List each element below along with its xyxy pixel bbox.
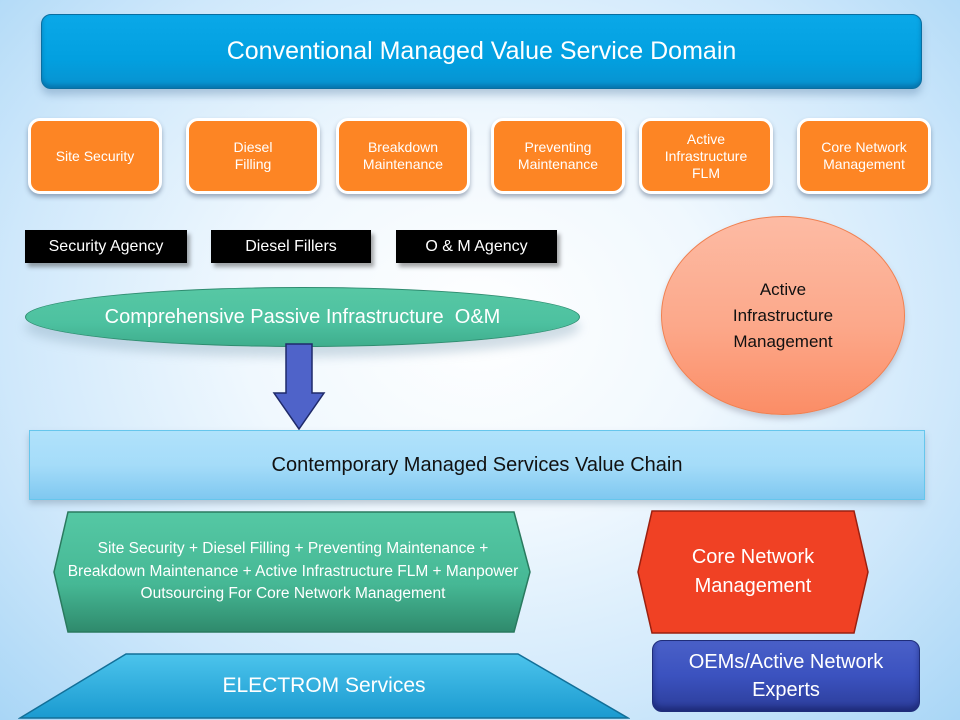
service-label: Active Infrastructure FLM xyxy=(664,130,748,181)
passive-om-label: Comprehensive Passive Infrastructure O&M xyxy=(104,305,501,328)
domain-title: Conventional Managed Value Service Domai… xyxy=(226,37,737,65)
passive-om-ellipse: Comprehensive Passive Infrastructure O&M xyxy=(25,287,580,347)
service-label: Preventing Maintenance xyxy=(517,139,599,172)
active-mgmt-label: Active Infrastructure Management xyxy=(732,279,834,351)
service-label: Core Network Management xyxy=(821,139,907,172)
core-network-text-box: Core Network Management xyxy=(652,512,854,632)
agency-label: Security Agency xyxy=(48,237,164,255)
agency-diesel-fillers: Diesel Fillers xyxy=(211,230,371,263)
core-network-label: Core Network Management xyxy=(691,546,815,597)
oem-label: OEMs/Active Network Experts xyxy=(688,651,884,701)
service-box-preventing-maintenance: Preventing Maintenance xyxy=(491,118,625,194)
value-chain-label: Contemporary Managed Services Value Chai… xyxy=(271,453,683,476)
active-infrastructure-management-ellipse: Active Infrastructure Management xyxy=(661,216,905,415)
electrom-text-box: ELECTROM Services xyxy=(18,654,630,718)
service-bundle-text-box: Site Security + Diesel Filling + Prevent… xyxy=(64,512,522,632)
agency-label: Diesel Fillers xyxy=(245,237,337,255)
service-box-site-security: Site Security xyxy=(28,118,162,194)
service-box-core-network-management: Core Network Management xyxy=(797,118,931,194)
domain-title-banner: Conventional Managed Value Service Domai… xyxy=(41,14,922,89)
service-box-diesel-filling: Diesel Filling xyxy=(186,118,320,194)
service-label: Diesel Filling xyxy=(233,139,273,172)
agency-label: O & M Agency xyxy=(425,237,528,255)
electrom-trapezoid xyxy=(18,653,630,719)
service-label: Breakdown Maintenance xyxy=(362,139,444,172)
service-label: Site Security xyxy=(55,147,135,164)
agency-security: Security Agency xyxy=(25,230,187,263)
core-network-hexagon xyxy=(637,510,869,634)
value-chain-banner: Contemporary Managed Services Value Chai… xyxy=(29,430,925,500)
service-bundle-label: Site Security + Diesel Filling + Prevent… xyxy=(67,540,519,603)
oem-experts-box: OEMs/Active Network Experts xyxy=(652,640,920,712)
service-box-active-infrastructure-flm: Active Infrastructure FLM xyxy=(639,118,773,194)
down-arrow-icon xyxy=(272,343,326,431)
service-bundle-hexagon xyxy=(53,511,531,633)
agency-om: O & M Agency xyxy=(396,230,557,263)
service-box-breakdown-maintenance: Breakdown Maintenance xyxy=(336,118,470,194)
electrom-label: ELECTROM Services xyxy=(222,674,426,697)
